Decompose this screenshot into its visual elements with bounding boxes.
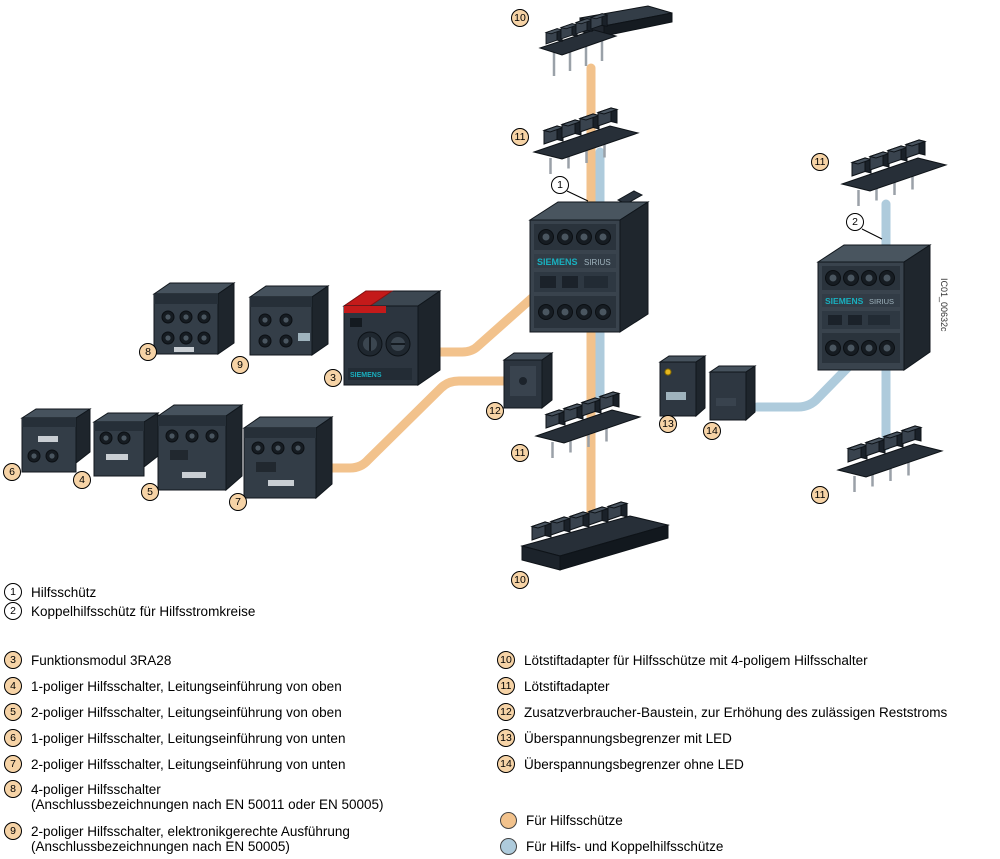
brand-label: SIEMENS (537, 257, 578, 267)
exploded-diagram: SIEMENS SIRIUS SIEMENS SIRIUS (20, 5, 949, 571)
device-pin-adapter-11-right-top (842, 140, 946, 206)
legend-item-10: 10 Lötstiftadapter für Hilfsschütze mit … (497, 651, 868, 669)
legend-item-2: 2 Koppelhilfsschütz für Hilfsstromkreise (4, 602, 255, 620)
callout-13: 13 (659, 415, 677, 433)
legend-item-5: 5 2-poliger Hilfsschalter, Leitungseinfü… (4, 703, 342, 721)
callout-11-center-top: 11 (511, 128, 529, 146)
device-surge-suppressor-14 (708, 365, 757, 422)
device-aux-switch-8 (152, 282, 236, 355)
callout-2: 2 (846, 213, 864, 231)
callout-14: 14 (703, 422, 721, 440)
device-aux-switch-9 (248, 285, 330, 356)
legend-text-7: 2-poliger Hilfsschalter, Leitungseinführ… (31, 756, 346, 772)
callout-11-right-top: 11 (811, 153, 829, 171)
legend-callout-6: 6 (4, 729, 22, 747)
callout-4: 4 (73, 471, 91, 489)
legend-text-12: Zusatzverbraucher-Baustein, zur Erhöhung… (524, 704, 948, 720)
device-function-module-3: SIEMENS (342, 290, 442, 386)
device-solder-adapter-10-bottom (520, 501, 670, 571)
callout-10-bottom: 10 (511, 571, 529, 589)
color-legend-orange: Für Hilfsschütze (500, 812, 623, 829)
legend-callout-3: 3 (4, 651, 22, 669)
legend-callout-1: 1 (4, 583, 22, 601)
legend-item-9: 9 2-poliger Hilfsschalter, elektronikger… (4, 822, 350, 840)
legend-callout-7: 7 (4, 755, 22, 773)
callout-8: 8 (139, 343, 157, 361)
leader-line-2 (861, 228, 883, 240)
device-contactor-center: SIEMENS SIRIUS (528, 190, 650, 333)
legend-callout-13: 13 (497, 729, 515, 747)
legend-item-3: 3 Funktionsmodul 3RA28 (4, 651, 171, 669)
legend-text-8: 4-poliger Hilfsschalter (31, 781, 161, 797)
legend-item-12: 12 Zusatzverbraucher-Baustein, zur Erhöh… (497, 703, 947, 721)
legend-item-8: 8 4-poliger Hilfsschalter (4, 780, 161, 798)
device-surge-suppressor-13 (658, 355, 707, 418)
legend-callout-5: 5 (4, 703, 22, 721)
device-load-module-12 (502, 352, 554, 410)
legend-callout-12: 12 (497, 703, 515, 721)
callout-9: 9 (231, 356, 249, 374)
callout-7: 7 (229, 493, 247, 511)
color-legend-blue: Für Hilfs- und Koppelhilfsschütze (500, 838, 723, 855)
callout-6: 6 (3, 463, 21, 481)
legend-text-11: Lötstiftadapter (524, 678, 610, 694)
legend-item-13: 13 Überspannungsbegrenzer mit LED (497, 729, 732, 747)
orange-swatch (500, 812, 517, 829)
color-legend-orange-label: Für Hilfsschütze (526, 813, 623, 828)
legend-item-11: 11 Lötstiftadapter (497, 677, 610, 695)
figure-id-label: IC01_00632c (939, 278, 949, 332)
legend-item-14: 14 Überspannungsbegrenzer ohne LED (497, 755, 744, 773)
led-indicator (664, 368, 672, 376)
device-aux-switch-7 (242, 416, 334, 500)
callout-5: 5 (141, 483, 159, 501)
legend-callout-9: 9 (4, 822, 22, 840)
device-contactor-right: SIEMENS SIRIUS (816, 244, 932, 371)
series-label: SIRIUS (584, 258, 611, 267)
cables (317, 63, 891, 525)
legend-text-5: 2-poliger Hilfsschalter, Leitungseinführ… (31, 704, 342, 720)
leader-line-1 (566, 190, 589, 202)
device-solder-adapter-10-top (538, 5, 673, 76)
callout-1: 1 (551, 176, 569, 194)
blue-swatch (500, 838, 517, 855)
brand-label: SIEMENS (350, 372, 382, 379)
legend-item-7: 7 2-poliger Hilfsschalter, Leitungseinfü… (4, 755, 345, 773)
legend-text-6: 1-poliger Hilfsschalter, Leitungseinführ… (31, 730, 346, 746)
cable-orange-module-to-contactor (433, 293, 537, 357)
legend-text-1: Hilfsschütz (31, 584, 97, 600)
legend-text-4: 1-poliger Hilfsschalter, Leitungseinführ… (31, 678, 342, 694)
callout-11-center-mid: 11 (511, 444, 529, 462)
device-aux-switch-5 (156, 404, 244, 492)
legend-item-6: 6 1-poliger Hilfsschalter, Leitungseinfü… (4, 729, 345, 747)
brand-label: SIEMENS (825, 296, 864, 306)
legend-text-9-line2: (Anschlussbezeichnungen nach EN 50005) (31, 839, 290, 854)
legend-item-1: 1 Hilfsschütz (4, 583, 96, 601)
callout-10-top: 10 (511, 9, 529, 27)
legend-callout-8: 8 (4, 780, 22, 798)
callout-3: 3 (324, 369, 342, 387)
legend-text-2: Koppelhilfsschütz für Hilfsstromkreise (31, 603, 256, 619)
cable-orange-switch-to-contactor (317, 376, 545, 473)
legend-callout-10: 10 (497, 651, 515, 669)
device-aux-switch-4 (92, 412, 160, 477)
color-legend-blue-label: Für Hilfs- und Koppelhilfsschütze (526, 839, 724, 854)
legend-callout-4: 4 (4, 677, 22, 695)
legend-text-3: Funktionsmodul 3RA28 (31, 652, 172, 668)
device-pin-adapter-11-center-top (534, 108, 638, 174)
legend-text-13: Überspannungsbegrenzer mit LED (524, 730, 732, 746)
cable-blue-suppressor-to-contactor (752, 350, 865, 412)
legend-text-9: 2-poliger Hilfsschalter, elektronikgerec… (31, 823, 350, 839)
device-pin-adapter-11-right-bottom (838, 426, 942, 492)
legend-callout-14: 14 (497, 755, 515, 773)
device-aux-switch-6 (20, 408, 92, 473)
legend-callout-11: 11 (497, 677, 515, 695)
callout-11-right-bottom: 11 (811, 486, 829, 504)
legend-text-8-line2: (Anschlussbezeichnungen nach EN 50011 od… (31, 797, 384, 812)
callout-12: 12 (486, 402, 504, 420)
legend-text-10: Lötstiftadapter für Hilfsschütze mit 4-p… (524, 652, 868, 668)
legend-callout-2: 2 (4, 602, 22, 620)
series-label: SIRIUS (869, 297, 894, 306)
legend-text-14: Überspannungsbegrenzer ohne LED (524, 756, 744, 772)
legend-item-4: 4 1-poliger Hilfsschalter, Leitungseinfü… (4, 677, 342, 695)
